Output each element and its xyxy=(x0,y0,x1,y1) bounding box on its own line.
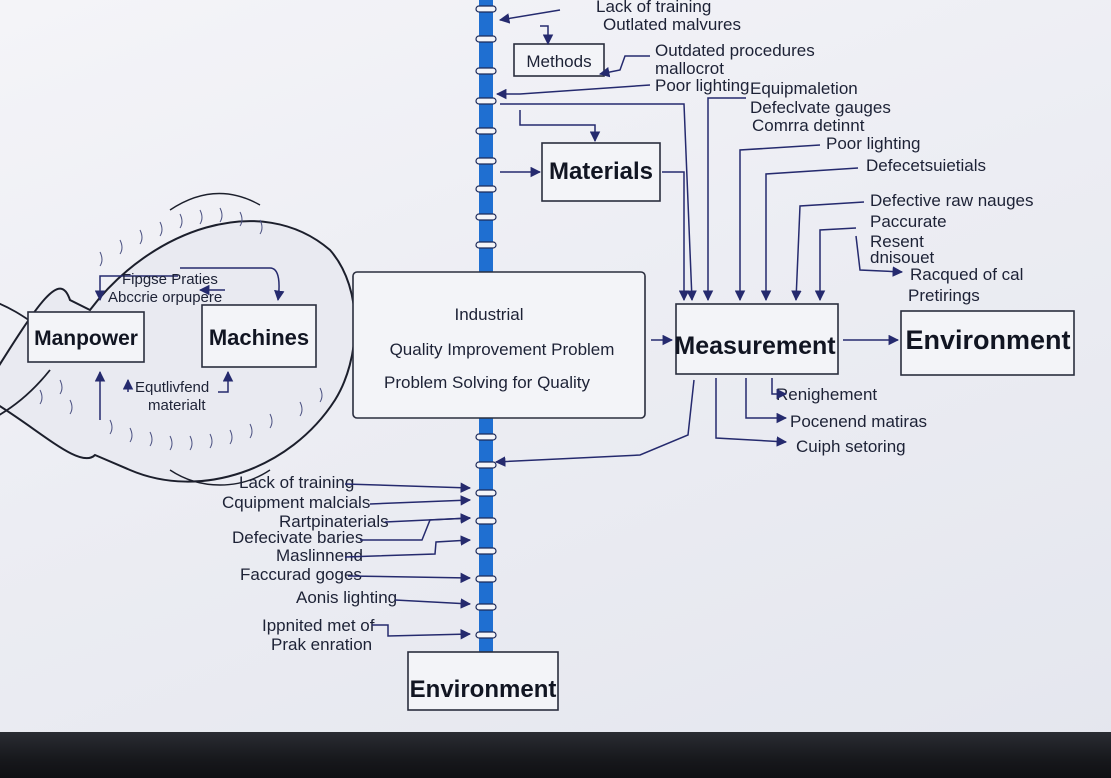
manpower-label: Manpower xyxy=(34,327,138,350)
spine-cause: Aonis lighting xyxy=(296,588,397,607)
materials-arrow-top xyxy=(519,110,601,143)
spine-cause-arrow xyxy=(369,495,472,506)
measure-arrow-k xyxy=(494,379,695,467)
spine xyxy=(475,0,497,666)
methods-top-cause-1: Lack of training xyxy=(596,0,711,16)
methods-cause-3: Poor lighting xyxy=(655,76,750,95)
measurement-top-cause: Defeclvate gauges xyxy=(750,98,891,117)
fish-scales xyxy=(39,207,323,451)
measurement-top-cause: Poor lighting xyxy=(826,134,921,153)
measure-arrow-i xyxy=(745,378,788,424)
measurement-label: Measurement xyxy=(674,332,836,360)
fish-arrow-6 xyxy=(218,370,234,393)
measure-arrow-e xyxy=(791,201,865,302)
fish-lower-note-1: Equtlivfend xyxy=(135,379,209,396)
fish-shape xyxy=(0,192,356,486)
methods-top-cause-2: Outlated malvures xyxy=(603,15,741,34)
measurement-top-cause: Resent xyxy=(870,232,924,251)
spine-cause: Rartpinaterials xyxy=(279,512,389,531)
manpower-box xyxy=(27,311,145,363)
measure-arrow-a xyxy=(500,103,697,302)
spine-cause-arrow xyxy=(344,482,472,493)
measure-arrow-g xyxy=(855,235,904,277)
spine-cause-arrow xyxy=(347,572,472,584)
measure-arrow-h xyxy=(771,378,788,400)
environment-bottom-box xyxy=(407,651,559,711)
problem-box xyxy=(352,271,646,419)
fish-arrow-3 xyxy=(94,275,178,302)
measure-arrow-b xyxy=(702,97,746,302)
spine-cause-arrow xyxy=(372,624,472,640)
methods-box xyxy=(513,43,605,77)
spine-cause-arrow xyxy=(344,535,472,558)
environment-right-label: Environment xyxy=(905,325,1070,355)
spine-cause: Faccurad goges xyxy=(240,565,362,584)
spine-cause: Defecivate baries xyxy=(232,528,363,547)
measurement-top-cause: Racqued of cal xyxy=(910,265,1023,284)
measurement-top-cause: Comrra detinnt xyxy=(752,116,865,135)
measurement-bottom-cause: Renighement xyxy=(776,385,877,404)
spine-cause-arrow xyxy=(394,598,472,609)
measure-arrow-d xyxy=(760,167,859,302)
measure-arrow-c xyxy=(734,144,821,302)
machines-box xyxy=(201,304,317,368)
measurement-top-cause: dnisouet xyxy=(870,248,935,267)
methods-arrow-1 xyxy=(498,9,561,24)
measure-arrow-j xyxy=(715,378,788,447)
methods-arrow-2 xyxy=(540,25,554,46)
materials-box xyxy=(541,142,661,202)
problem-line-3: Problem Solving for Quality xyxy=(384,373,590,392)
measurement-top-cause: Equipmaletion xyxy=(750,79,858,98)
materials-label: Materials xyxy=(549,158,653,185)
problem-line-1: Industrial xyxy=(455,305,524,324)
methods-label: Methods xyxy=(526,52,591,71)
machines-label: Machines xyxy=(209,325,309,350)
environment-bottom-label: Environment xyxy=(410,676,557,703)
environment-right-box xyxy=(900,310,1075,376)
spine-cause-arrow xyxy=(360,513,472,541)
spine-cause: Ippnited met of xyxy=(262,616,375,635)
materials-arrow-out xyxy=(662,171,690,302)
methods-cause-1: Outdated procedures xyxy=(655,41,815,60)
measurement-top-cause: Paccurate xyxy=(870,212,947,231)
fish-lower-note-2: materialt xyxy=(148,397,206,414)
methods-cause-2: mallocrot xyxy=(655,59,724,78)
measurement-bottom-cause: Cuiph setoring xyxy=(796,437,906,456)
fish-arrow-2 xyxy=(180,267,285,302)
measurement-top-cause: Pretirings xyxy=(908,286,980,305)
monitor-bezel xyxy=(0,732,1111,778)
spine-cause: Prak enration xyxy=(271,635,372,654)
fish-upper-note-2: Abccrie orpupere xyxy=(108,289,222,306)
spine-cause: Cquipment malcials xyxy=(222,493,370,512)
fish-upper-note-1: Fipgse Praties xyxy=(122,271,218,288)
measure-arrow-f xyxy=(814,227,857,302)
spine-cause: Maslinnend xyxy=(276,546,363,565)
measurement-top-cause: Defective raw nauges xyxy=(870,191,1033,210)
methods-arrow-3 xyxy=(598,55,650,78)
problem-line-2: Quality Improvement Problem xyxy=(390,340,615,359)
methods-arrow-4 xyxy=(495,84,651,100)
measurement-bottom-cause: Pocenend matiras xyxy=(790,412,927,431)
spine-cause: Lack of training xyxy=(239,473,354,492)
measurement-top-cause: Defecetsuietials xyxy=(866,156,986,175)
measurement-box xyxy=(675,303,839,375)
